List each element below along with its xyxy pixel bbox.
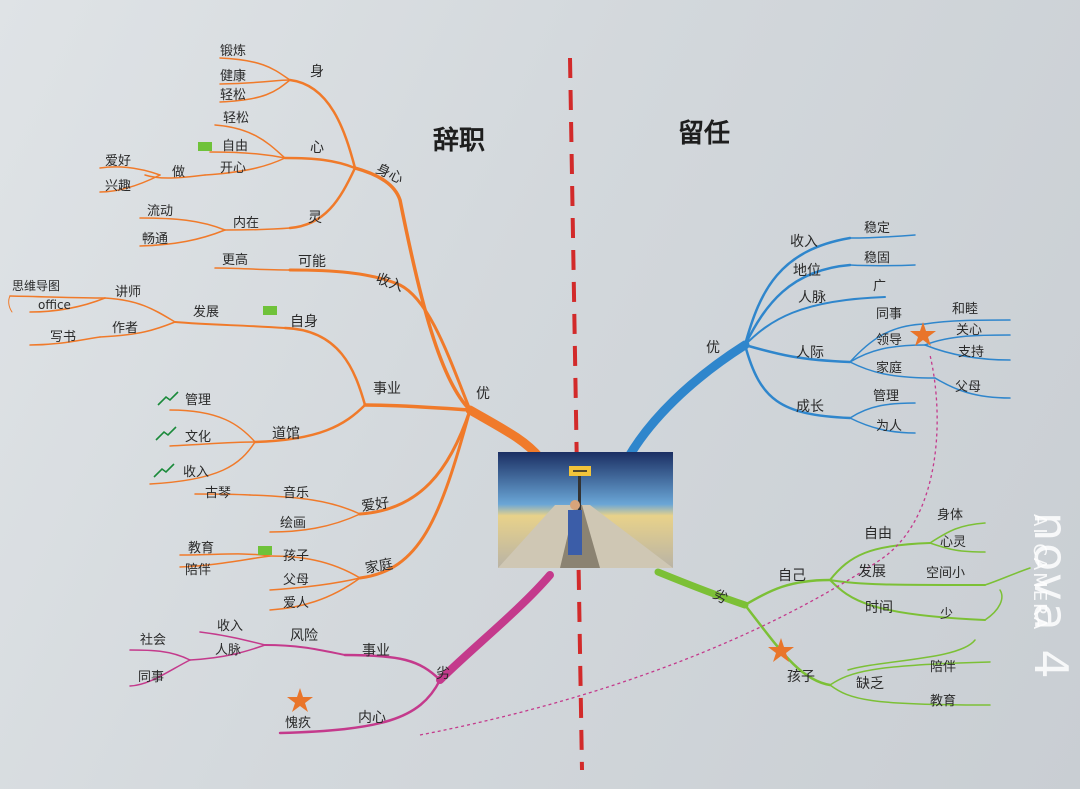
node-label: 愧疚 xyxy=(285,715,311,731)
node-label: 身体 xyxy=(937,507,963,523)
node-label: 自由 xyxy=(222,139,248,154)
node-label: 心灵 xyxy=(940,535,966,550)
node-label: 劣 xyxy=(710,587,730,608)
node-label: 更高 xyxy=(222,252,248,268)
node-label: 空间小 xyxy=(926,566,965,581)
node-label: 陪伴 xyxy=(930,660,956,675)
node-label: 思维导图 xyxy=(12,279,60,293)
node-label: 人际 xyxy=(796,345,824,361)
node-label: 父母 xyxy=(955,380,981,395)
node-label: 道馆 xyxy=(272,426,300,442)
left-cons-branch xyxy=(129,571,554,735)
node-label: 文化 xyxy=(185,430,211,445)
node-label: 家庭 xyxy=(876,360,902,376)
node-label: 作者 xyxy=(112,321,138,336)
node-label: 同事 xyxy=(138,670,164,685)
camera-watermark-sub: AI CAMERA xyxy=(1029,514,1050,632)
node-label: 音乐 xyxy=(283,485,309,501)
node-label: 流动 xyxy=(147,204,173,219)
node-label: 广 xyxy=(873,279,886,294)
node-label: 做 xyxy=(172,165,185,180)
node-label: 支持 xyxy=(958,345,984,360)
node-label: 自由 xyxy=(864,526,892,542)
node-label: 健康 xyxy=(220,68,246,84)
node-label: 讲师 xyxy=(115,285,141,300)
center-divider xyxy=(568,57,584,771)
node-label: 内在 xyxy=(233,215,259,231)
node-label: 成长 xyxy=(796,399,824,415)
node-label: 关心 xyxy=(956,323,982,338)
node-label: 收入 xyxy=(217,619,243,634)
node-label: 畅通 xyxy=(142,232,168,247)
node-label: 锻炼 xyxy=(220,44,246,59)
node-label: 劣 xyxy=(436,666,450,682)
node-label: 自身 xyxy=(290,314,318,330)
crossroads-image xyxy=(498,452,673,568)
node-label: 收入 xyxy=(183,465,209,480)
node-label: 和睦 xyxy=(952,301,978,317)
node-label: 父母 xyxy=(283,573,309,588)
node-label: 身 xyxy=(310,64,324,80)
node-label: 爱好 xyxy=(105,154,131,169)
node-label: 写书 xyxy=(50,330,76,345)
node-label: 古琴 xyxy=(205,486,231,501)
node-label: 发展 xyxy=(858,564,886,580)
node-label: 收入 xyxy=(790,234,818,250)
trend-icon xyxy=(153,391,179,478)
node-label: 内心 xyxy=(358,710,386,726)
node-label: 轻松 xyxy=(223,111,249,126)
node-label: 自己 xyxy=(778,568,806,584)
node-label: 事业 xyxy=(373,381,401,397)
node-label: 管理 xyxy=(873,389,899,404)
node-label: 少 xyxy=(940,607,953,622)
node-label: 发展 xyxy=(193,304,219,320)
node-label: 同事 xyxy=(876,307,902,322)
node-label: 社会 xyxy=(140,632,166,648)
node-label: 事业 xyxy=(362,643,390,659)
node-label: 轻松 xyxy=(220,88,246,103)
title-resign: 辞职 xyxy=(433,126,486,156)
node-label: 地位 xyxy=(793,263,821,279)
node-label: 时间 xyxy=(865,600,893,616)
node-label: 优 xyxy=(706,340,720,356)
node-label: 可能 xyxy=(298,254,326,270)
node-labels: 锻炼 健康 轻松 身 轻松 自由 心 开心 爱好 做 兴趣 流动 内在 灵 畅通… xyxy=(12,44,984,731)
node-label: 人脉 xyxy=(215,643,241,658)
node-label: 为人 xyxy=(876,419,902,434)
node-label: 缺乏 xyxy=(856,676,884,692)
node-label: 人脉 xyxy=(798,290,826,306)
node-label: 收入 xyxy=(374,271,406,296)
node-label: 开心 xyxy=(220,161,246,176)
dashed-link xyxy=(419,354,938,736)
node-label: 爱好 xyxy=(360,495,390,515)
node-label: 教育 xyxy=(188,540,214,556)
title-stay: 留任 xyxy=(678,119,731,149)
node-label: 绘画 xyxy=(280,516,306,531)
node-label: 爱人 xyxy=(283,596,309,611)
node-label: 灵 xyxy=(308,210,322,226)
node-label: 陪伴 xyxy=(185,563,211,578)
node-label: 教育 xyxy=(930,693,956,709)
node-label: 领导 xyxy=(876,333,902,348)
node-label: 稳固 xyxy=(864,250,890,266)
node-label: 孩子 xyxy=(787,669,815,685)
node-label: 孩子 xyxy=(283,549,309,564)
node-label: 优 xyxy=(476,386,490,402)
node-label: 心 xyxy=(310,140,324,156)
node-label: 家庭 xyxy=(364,555,395,577)
right-cons-branch xyxy=(654,522,1031,706)
star-icon xyxy=(287,322,936,712)
node-label: office xyxy=(38,298,71,312)
flag-icon xyxy=(198,142,277,555)
node-label: 稳定 xyxy=(864,220,890,236)
node-label: 兴趣 xyxy=(105,179,131,194)
node-label: 管理 xyxy=(185,393,211,408)
left-pros-branch xyxy=(8,57,545,611)
right-pros-branch xyxy=(623,234,1011,463)
node-label: 风险 xyxy=(290,628,318,644)
